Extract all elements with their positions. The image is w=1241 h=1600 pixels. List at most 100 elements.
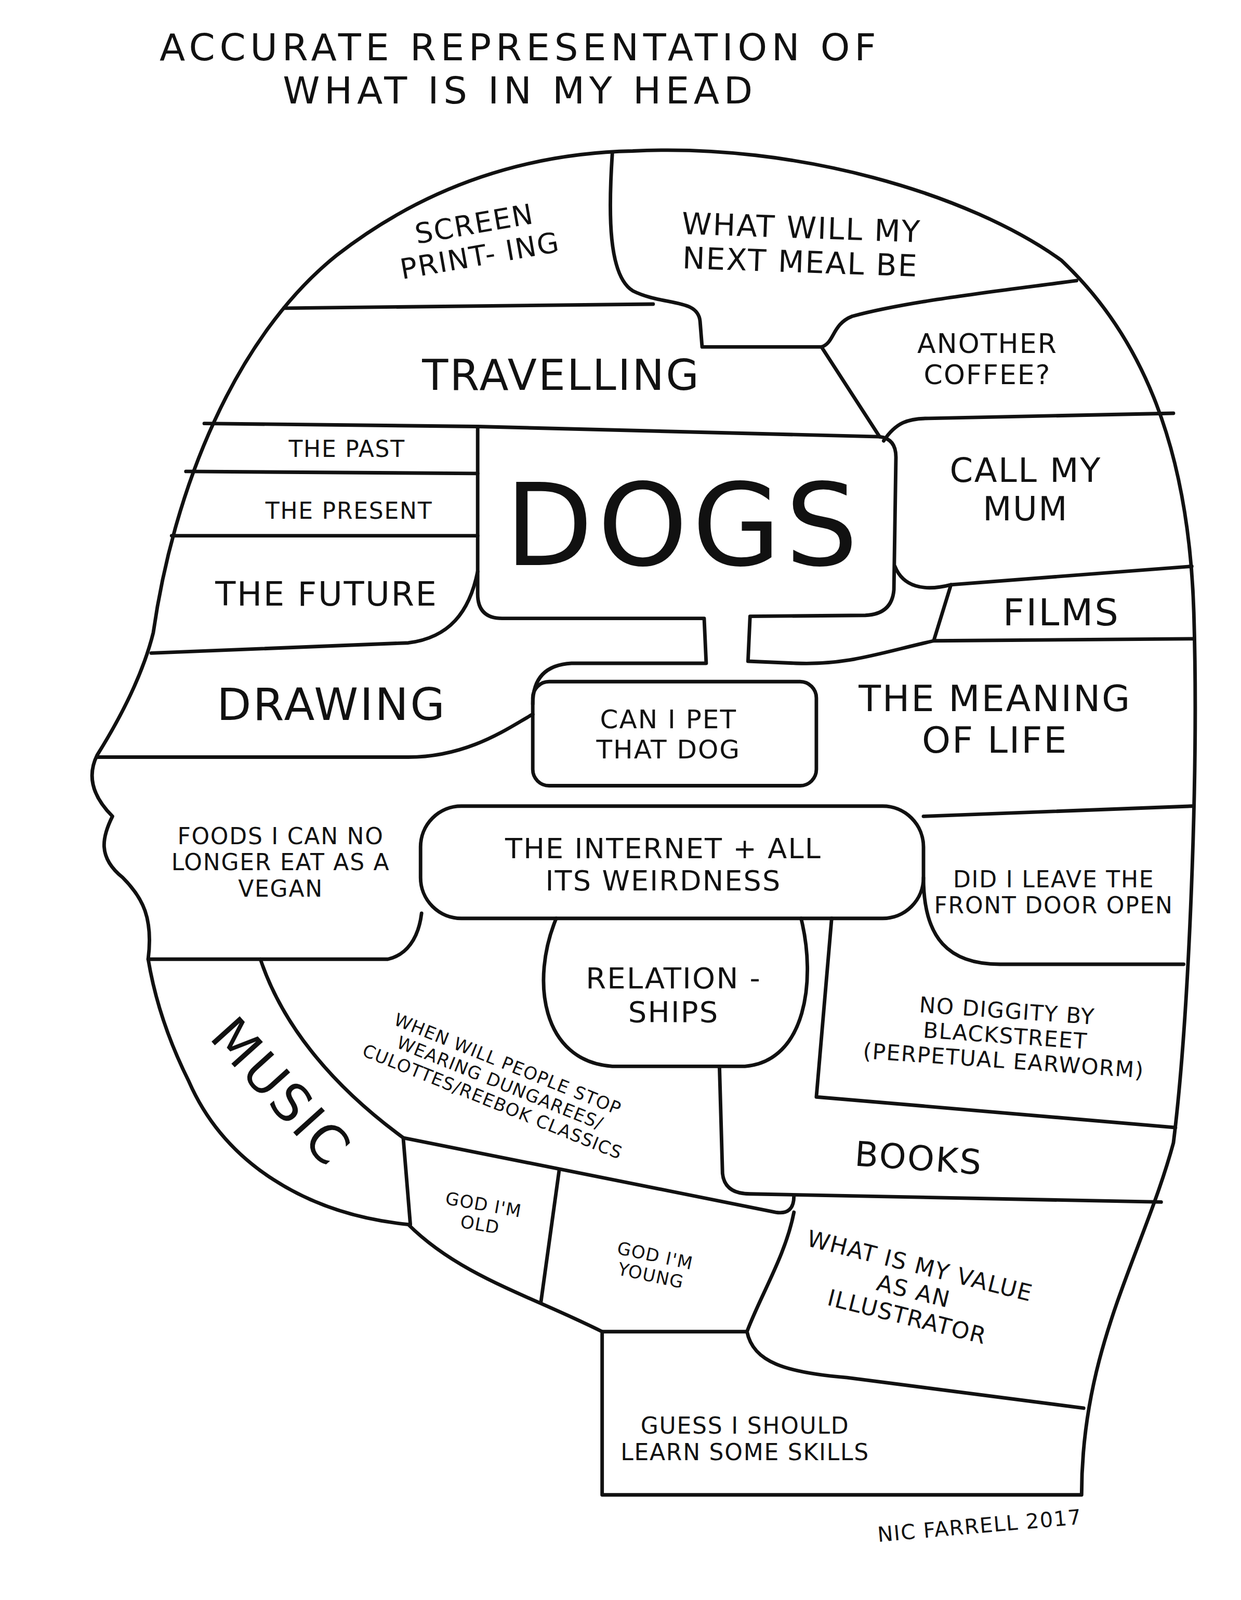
- thought-region: FILMS: [959, 576, 1164, 649]
- region-content: NO DIGGITY BY BLACKSTREET (PERPETUAL EAR…: [849, 987, 1161, 1085]
- region-line: [540, 1169, 560, 1302]
- region-content: BOOKS: [830, 1132, 1007, 1184]
- thought-text: ANOTHER COFFEE?: [872, 328, 1103, 391]
- region-line: [283, 304, 654, 309]
- thought-text: GOD I'M YOUNG: [578, 1230, 728, 1301]
- thought-text: CALL MY MUM: [918, 451, 1133, 528]
- thought-text: WHEN WILL PEOPLE STOP WEARING DUNGAREES/…: [337, 993, 664, 1173]
- head-outline: [91, 150, 1196, 1495]
- thought-text: THE FUTURE: [199, 575, 455, 614]
- signature-block: NIC FARRELL 2017: [866, 1500, 1093, 1551]
- thought-region: GOD I'M YOUNG: [578, 1229, 728, 1302]
- region-line: [883, 413, 1173, 441]
- region-content: CALL MY MUM: [918, 451, 1133, 528]
- relationships-blob: [543, 918, 808, 1067]
- thought-text: NO DIGGITY BY BLACKSTREET (PERPETUAL EAR…: [849, 987, 1161, 1085]
- region-content: DRAWING: [163, 678, 500, 731]
- region-content: RELATION -SHIPS: [566, 961, 781, 1029]
- thought-text: TRAVELLING: [306, 350, 817, 400]
- thought-region: WHAT IS MY VALUE AS AN ILLUSTRATOR: [789, 1222, 1037, 1359]
- signature-content: NIC FARRELL 2017: [866, 1503, 1093, 1548]
- thought-text: DRAWING: [163, 678, 500, 731]
- region-content: DID I LEAVE THE FRONT DOOR OPEN: [933, 866, 1174, 919]
- region-content: THE PAST: [234, 436, 460, 463]
- thought-text: WHAT WILL MY NEXT MEAL BE: [662, 205, 941, 285]
- thought-region: DOGS: [499, 454, 868, 598]
- region-line: [746, 1211, 794, 1332]
- thought-region: NO DIGGITY BY BLACKSTREET (PERPETUAL EAR…: [848, 969, 1163, 1103]
- region-content: THE FUTURE: [199, 575, 455, 614]
- thought-region: FOODS I CAN NO LONGER EAT AS A VEGAN: [142, 785, 419, 940]
- region-line: [719, 1065, 1161, 1202]
- region-line: [923, 806, 1192, 817]
- thought-region: WHEN WILL PEOPLE STOP WEARING DUNGAREES/…: [334, 987, 666, 1179]
- thought-region: RELATION -SHIPS: [566, 944, 781, 1047]
- thought-region: SCREEN PRINT- ING: [363, 161, 591, 319]
- thought-text: BOOKS: [830, 1132, 1007, 1184]
- region-content: WHEN WILL PEOPLE STOP WEARING DUNGAREES/…: [337, 993, 664, 1173]
- region-content: MUSIC: [191, 997, 371, 1187]
- region-line: [602, 1329, 748, 1333]
- region-content: WHAT WILL MY NEXT MEAL BE: [662, 205, 941, 285]
- thought-region: THE PRESENT: [226, 487, 472, 534]
- thought-region: MUSIC: [189, 995, 372, 1189]
- title-content: ACCURATE REPRESENTATION OF WHAT IS IN MY…: [155, 25, 884, 113]
- region-content: WHAT IS MY VALUE AS AN ILLUSTRATOR: [789, 1224, 1037, 1358]
- thought-text: THE MEANING OF LIFE: [826, 677, 1164, 762]
- thought-text: DID I LEAVE THE FRONT DOOR OPEN: [933, 866, 1174, 919]
- thought-text: THE PRESENT: [226, 497, 472, 525]
- region-content: TRAVELLING: [306, 350, 817, 400]
- thought-region: DID I LEAVE THE FRONT DOOR OPEN: [933, 828, 1174, 957]
- thought-text: CAN I PET THAT DOG: [561, 704, 776, 765]
- region-content: THE MEANING OF LIFE: [826, 677, 1164, 762]
- thought-region: BOOKS: [829, 1126, 1007, 1190]
- region-line: [816, 918, 1176, 1128]
- thought-text: THE INTERNET + ALL ITS WEIRDNESS: [479, 832, 848, 897]
- region-content: THE INTERNET + ALL ITS WEIRDNESS: [479, 832, 848, 897]
- thought-text: FOODS I CAN NO LONGER EAT AS A VEGAN: [142, 823, 419, 903]
- region-line: [610, 152, 1077, 347]
- thought-region: THE PAST: [234, 428, 460, 470]
- region-content: THE PRESENT: [226, 497, 472, 525]
- region-line: [171, 533, 478, 538]
- region-content: GOD I'M YOUNG: [578, 1230, 728, 1301]
- thought-region: CALL MY MUM: [918, 428, 1133, 552]
- thought-region: GOD I'M OLD: [422, 1182, 541, 1247]
- thought-region: THE MEANING OF LIFE: [826, 642, 1164, 797]
- pet-dog-box: [532, 681, 817, 786]
- region-content: SCREEN PRINT- ING: [368, 189, 586, 290]
- thought-region: TRAVELLING: [306, 331, 817, 419]
- region-content: FOODS I CAN NO LONGER EAT AS A VEGAN: [142, 823, 419, 903]
- thought-text: GOD I'M OLD: [423, 1184, 541, 1245]
- signature: NIC FARRELL 2017: [866, 1503, 1093, 1548]
- internet-box: [420, 806, 924, 919]
- title-text: ACCURATE REPRESENTATION OF WHAT IS IN MY…: [155, 25, 884, 113]
- region-content: ANOTHER COFFEE?: [872, 328, 1103, 391]
- region-content: GOD I'M OLD: [423, 1184, 541, 1245]
- region-line: [894, 565, 1192, 588]
- thought-text: MUSIC: [191, 997, 371, 1187]
- region-line: [746, 1331, 1084, 1408]
- thought-region: THE INTERNET + ALL ITS WEIRDNESS: [479, 821, 848, 909]
- thought-region: ANOTHER COFFEE?: [872, 311, 1103, 409]
- region-content: CAN I PET THAT DOG: [561, 704, 776, 765]
- thought-region: CAN I PET THAT DOG: [561, 693, 776, 776]
- thought-region: THE FUTURE: [199, 546, 455, 644]
- thought-region: WHAT WILL MY NEXT MEAL BE: [662, 194, 941, 296]
- region-content: GUESS I SHOULD LEARN SOME SKILLS: [617, 1412, 873, 1465]
- region-content: FILMS: [959, 590, 1164, 635]
- region-line: [204, 423, 478, 427]
- thought-text: FILMS: [959, 590, 1164, 635]
- region-line: [148, 913, 422, 959]
- thought-region: GUESS I SHOULD LEARN SOME SKILLS: [617, 1393, 873, 1486]
- region-line: [933, 584, 1195, 641]
- thought-text: THE PAST: [234, 436, 460, 463]
- thought-text: SCREEN PRINT- ING: [368, 189, 586, 290]
- thought-text: GUESS I SHOULD LEARN SOME SKILLS: [617, 1412, 873, 1465]
- thought-text: WHAT IS MY VALUE AS AN ILLUSTRATOR: [789, 1224, 1037, 1358]
- thought-text: RELATION -SHIPS: [566, 961, 781, 1029]
- region-line: [151, 571, 478, 653]
- thought-region: DRAWING: [163, 663, 500, 745]
